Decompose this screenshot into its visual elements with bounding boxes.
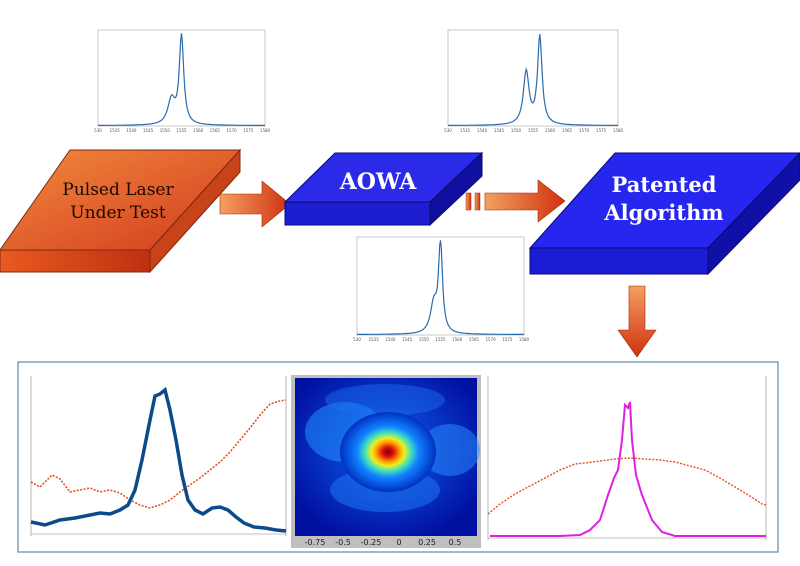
result-chart-right	[487, 376, 767, 540]
heatmap-x-tick: 0	[396, 538, 401, 547]
x-tick-label: 1545	[494, 128, 505, 133]
x-tick-label: 1555	[435, 337, 446, 342]
heatmap-x-tick: -0.5	[335, 538, 351, 547]
x-tick-label: 1565	[469, 337, 480, 342]
x-tick-label: 530	[353, 337, 361, 342]
algorithm-box-label-line2: Algorithm	[603, 200, 723, 225]
spectrum-middle-curve	[357, 240, 524, 335]
x-tick-label: 1560	[545, 128, 556, 133]
x-tick-label: 1535	[110, 128, 121, 133]
x-tick-label: 1560	[193, 128, 204, 133]
heatmap-x-tick: 0.5	[449, 538, 462, 547]
x-tick-label: 1550	[160, 128, 171, 133]
arrow-laser-to-aowa	[219, 180, 291, 228]
x-tick-label: 1570	[579, 128, 590, 133]
arrow-algorithm-to-results	[617, 285, 657, 358]
heatmap-x-tick: 0.25	[418, 538, 436, 547]
heatmap-x-tick: -0.75	[305, 538, 326, 547]
x-tick-label: 1550	[511, 128, 522, 133]
result-heatmap: -0.75 -0.5 -0.25 0 0.25 0.5	[291, 375, 481, 548]
laser-box-label-line2: Under Test	[70, 203, 166, 223]
laser-box: Pulsed Laser Under Test	[0, 148, 242, 274]
x-tick-label: 530	[94, 128, 102, 133]
x-tick-label: 1535	[369, 337, 380, 342]
result-right-orange-trace	[487, 457, 767, 515]
spectrum-middle: 530 1535 1540 1545 1550 1555 1560 1565 1570 1575 1…	[353, 236, 530, 342]
spectrum-top-left: 530 1535 1540 1545 1550 1555 1560 1565 1570 1575 1…	[94, 29, 271, 133]
algorithm-box-label-line1: Patented	[612, 172, 717, 197]
x-tick-label: 1555	[528, 128, 539, 133]
x-tick-label: 1545	[402, 337, 413, 342]
heatmap-x-tick: -0.25	[361, 538, 382, 547]
x-tick-label: 1570	[227, 128, 238, 133]
x-tick-label: 1570	[486, 337, 497, 342]
result-left-blue-trace	[30, 386, 287, 533]
x-tick-label: 1560	[452, 337, 463, 342]
arrow-aowa-to-algorithm	[465, 179, 566, 223]
x-tick-label: 1550	[419, 337, 430, 342]
result-right-magenta-trace	[490, 401, 766, 537]
heatmap-x-ticks: -0.75 -0.5 -0.25 0 0.25 0.5	[305, 538, 462, 547]
x-tick-label: 1540	[477, 128, 488, 133]
aowa-box: AOWA	[283, 151, 484, 227]
result-left-orange-trace	[30, 399, 287, 509]
aowa-box-label: AOWA	[339, 169, 418, 195]
algorithm-box: Patented Algorithm	[528, 152, 800, 276]
x-tick-label: 1575	[502, 337, 513, 342]
spectrum-top-right-curve	[448, 34, 618, 127]
x-tick-label: 1580	[519, 337, 530, 342]
result-chart-left	[30, 376, 287, 536]
x-tick-label: 1540	[126, 128, 137, 133]
x-tick-label: 1545	[143, 128, 154, 133]
x-tick-label: 1575	[243, 128, 254, 133]
spectrum-top-left-curve	[98, 33, 265, 127]
x-tick-label: 1565	[562, 128, 573, 133]
x-tick-label: 1565	[210, 128, 221, 133]
x-tick-label: 530	[444, 128, 452, 133]
x-tick-label: 1580	[613, 128, 624, 133]
laser-box-label-line1: Pulsed Laser	[62, 180, 174, 200]
spectrum-top-right: 530 1535 1540 1545 1550 1555 1560 1565 1570 1575 1…	[444, 29, 624, 133]
x-tick-label: 1535	[460, 128, 471, 133]
x-tick-label: 1575	[596, 128, 607, 133]
heatmap-hot-spot	[340, 412, 436, 492]
x-tick-label: 1540	[385, 337, 396, 342]
x-tick-label: 1580	[260, 128, 271, 133]
x-tick-label: 1555	[176, 128, 187, 133]
